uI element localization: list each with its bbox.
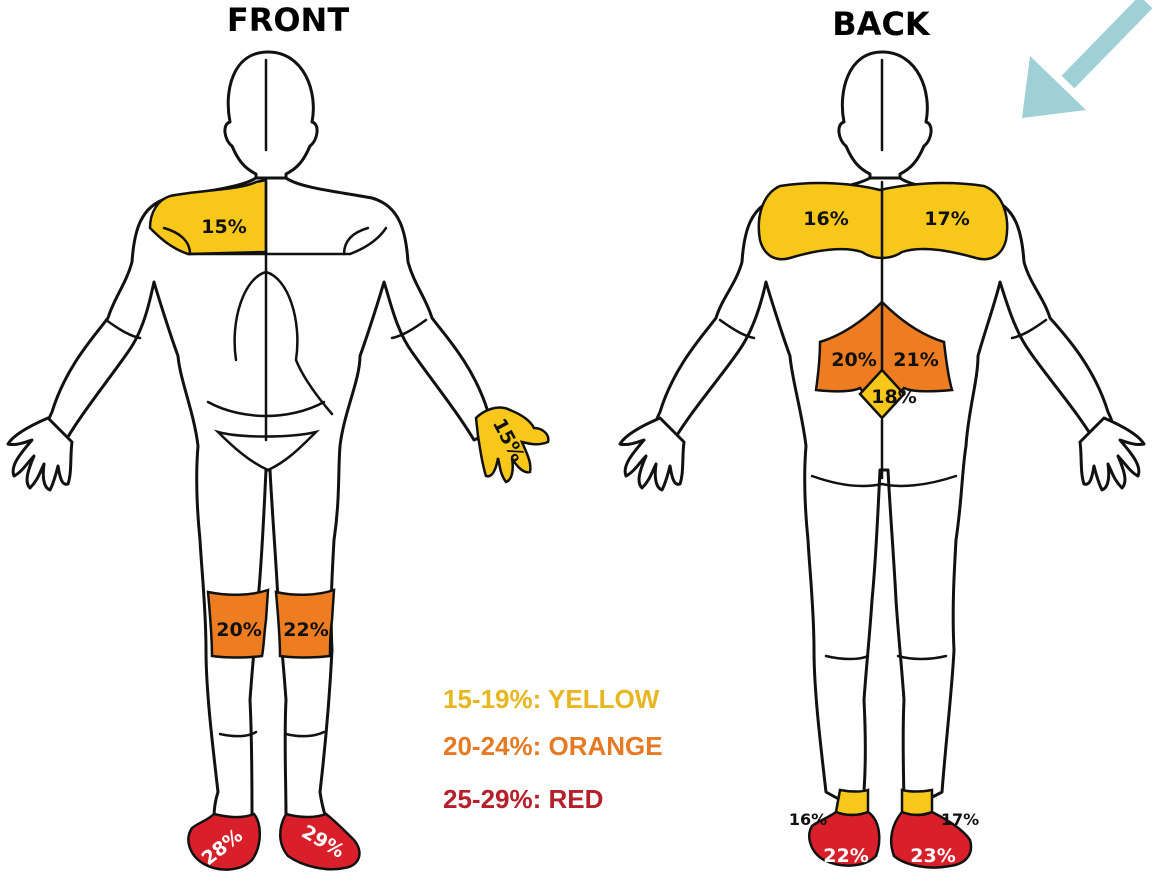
legend-orange: 20-24%: ORANGE	[443, 731, 663, 761]
back-left-shoulder-label: 16%	[803, 208, 848, 230]
back-right-heel-label: 23%	[910, 845, 955, 867]
back-figure	[620, 52, 1144, 868]
front-chest-label: 15%	[201, 216, 246, 238]
arrow-icon	[1022, 2, 1146, 118]
legend: 15-19%: YELLOW 20-24%: ORANGE 25-29%: RE…	[443, 684, 663, 814]
front-head	[225, 52, 317, 182]
back-right-ankle-label: 17%	[941, 810, 979, 829]
legend-red: 25-29%: RED	[443, 784, 603, 814]
back-left-ankle-region	[836, 790, 868, 815]
front-right-knee-label: 20%	[216, 619, 261, 641]
back-torso	[655, 178, 1113, 812]
legend-yellow: 15-19%: YELLOW	[443, 684, 660, 714]
back-left-lower-back-label: 20%	[831, 349, 876, 371]
front-title: FRONT	[227, 1, 349, 39]
back-left-heel-label: 22%	[823, 845, 868, 867]
back-title: BACK	[832, 5, 931, 43]
back-right-shoulder-label: 17%	[924, 208, 969, 230]
back-left-ankle-label: 16%	[789, 810, 827, 829]
back-sacrum-label: 18%	[871, 386, 916, 408]
back-right-ankle-region	[902, 790, 932, 815]
front-left-knee-label: 22%	[283, 619, 328, 641]
back-right-lower-back-label: 21%	[893, 349, 938, 371]
back-head	[839, 52, 931, 182]
